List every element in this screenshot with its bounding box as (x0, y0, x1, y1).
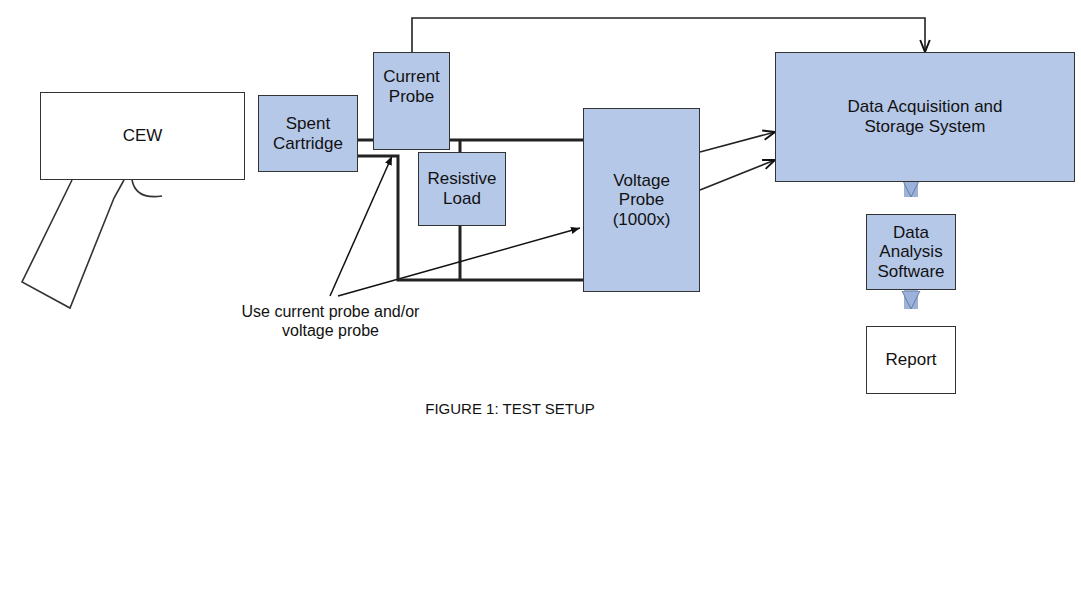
note-text: Use current probe and/or voltage probe (228, 302, 433, 340)
signal-arrow (700, 132, 775, 152)
figure-caption: FIGURE 1: TEST SETUP (360, 400, 660, 418)
trigger-guard (132, 180, 162, 197)
node-label: Data Analysis Software (872, 223, 950, 282)
node-label: Report (885, 350, 936, 370)
node-label: CEW (123, 126, 163, 146)
daq-box: Data Acquisition and Storage System (775, 52, 1075, 182)
node-label: Resistive Load (424, 169, 500, 208)
load-wire (459, 226, 462, 280)
leader-arrow (330, 156, 392, 296)
leader-arrow (338, 228, 580, 296)
device-box: CEW (40, 92, 245, 180)
current-probe-box: Current Probe (373, 52, 450, 150)
node-label: Voltage Probe (1000x) (602, 171, 682, 230)
report-box: Report (866, 326, 956, 394)
flow-arrow (904, 182, 918, 197)
signal-arrow (700, 160, 775, 190)
node-label: Current Probe (379, 67, 444, 106)
wire (358, 139, 373, 142)
load-box: Resistive Load (418, 152, 506, 226)
analysis-box: Data Analysis Software (866, 214, 956, 290)
load-wire (459, 140, 462, 152)
voltage-probe-box: Voltage Probe (1000x) (583, 108, 700, 292)
node-label: Data Acquisition and Storage System (845, 97, 1005, 136)
grip-outline (22, 180, 124, 308)
wire (450, 139, 583, 142)
signal-arrow (412, 18, 925, 52)
node-label: Spent Cartridge (264, 114, 352, 153)
cartridge-box: Spent Cartridge (258, 95, 358, 172)
flow-arrow (904, 290, 918, 309)
